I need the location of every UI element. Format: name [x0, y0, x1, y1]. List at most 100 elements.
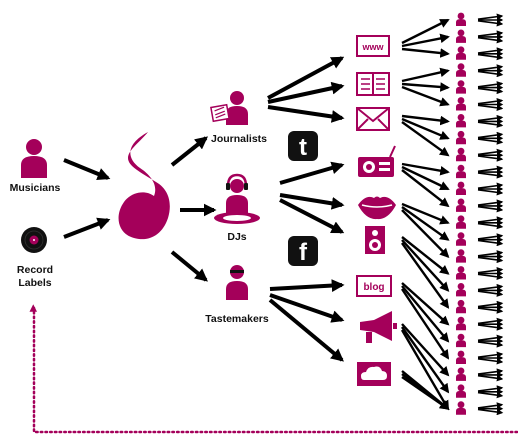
audience-outgoing-arrow — [477, 233, 504, 240]
audience-person-icon — [456, 130, 466, 145]
arrow-hub-to-journalists — [170, 136, 209, 167]
audience-person-icon — [456, 266, 466, 280]
channel-to-audience-arrow — [401, 239, 450, 292]
audience-outgoing-arrow — [477, 70, 504, 78]
audience-outgoing-arrow — [477, 334, 504, 342]
channel-to-audience-arrow — [401, 236, 450, 275]
cloud-icon — [357, 362, 391, 386]
audience-outgoing-arrow — [477, 114, 504, 122]
channel-to-audience-arrow — [401, 47, 450, 58]
audience-outgoing-arrow — [477, 13, 504, 20]
audience-outgoing-arrow — [477, 324, 504, 331]
music-note-icon — [118, 132, 170, 240]
record-labels-label-line2: Labels — [18, 277, 52, 289]
audience-outgoing-arrow — [477, 131, 504, 139]
audience-person-icon — [456, 80, 466, 94]
audience-outgoing-arrow — [477, 256, 504, 264]
audience-outgoing-arrow — [477, 283, 504, 291]
audience-person-icon — [456, 316, 466, 331]
audience-person-icon — [456, 63, 466, 77]
audience-person-icon — [456, 97, 466, 111]
channel-to-audience-arrows — [400, 18, 450, 411]
audience-outgoing-arrows — [477, 13, 504, 416]
audience-outgoing-arrow — [477, 358, 504, 365]
record-labels-label-line1: Record — [16, 264, 54, 276]
influencer-to-channel-arrows — [267, 56, 345, 362]
channel-to-audience-arrow — [401, 85, 450, 107]
arrow-labels-to-hub — [63, 217, 111, 239]
musicians-label: Musicians — [9, 182, 61, 194]
audience-outgoing-arrow — [477, 20, 504, 27]
twitter-glyph: t — [299, 134, 307, 161]
channel-to-audience-arrow — [401, 18, 450, 45]
channel-to-audience-arrow — [401, 323, 450, 377]
channel-to-audience-arrow — [401, 82, 450, 92]
audience-outgoing-arrow — [477, 36, 504, 44]
journalists-label: Journalists — [210, 133, 268, 145]
audience-outgoing-arrow — [477, 250, 504, 257]
audience-outgoing-arrow — [477, 199, 504, 206]
channel-to-audience-arrow — [401, 282, 450, 326]
audience-person-icon — [456, 29, 466, 43]
facebook-glyph: f — [299, 239, 308, 266]
arrow-hub-to-tastemakers — [170, 250, 208, 282]
channel-to-audience-arrow — [401, 326, 450, 394]
audience-outgoing-arrow — [477, 408, 504, 416]
audience-outgoing-arrow — [477, 189, 504, 196]
audience-outgoing-arrow — [477, 165, 504, 173]
audience-outgoing-arrow — [477, 300, 504, 308]
facebook-icon: f — [288, 236, 318, 266]
channel-to-audience-arrow — [401, 165, 450, 191]
audience-person-icon — [456, 350, 466, 364]
audience-outgoing-arrow — [477, 222, 504, 230]
audience-person-icon — [456, 333, 466, 348]
audience-outgoing-arrow — [477, 374, 504, 382]
channel-to-audience-arrow — [400, 329, 450, 411]
audience-person-icon — [456, 181, 466, 195]
radio-icon — [358, 145, 396, 177]
audience-outgoing-arrow — [477, 341, 504, 348]
audience-person-icon — [456, 114, 466, 128]
djs-label: DJs — [227, 231, 247, 243]
channel-to-audience-arrow — [401, 117, 450, 140]
vinyl-record-icon — [21, 227, 47, 253]
channel-to-audience-arrow — [401, 114, 450, 126]
audience-person-icon — [456, 12, 466, 26]
audience-person-icon — [456, 249, 466, 263]
lips-icon — [358, 196, 396, 220]
audience-outgoing-arrow — [477, 239, 504, 247]
arrow-musicians-to-hub — [63, 158, 111, 181]
audience-outgoing-arrow — [477, 402, 504, 409]
audience-outgoing-arrow — [477, 273, 504, 280]
musicians-person-icon — [21, 139, 47, 178]
audience-person-icon — [456, 367, 466, 381]
audience-outgoing-arrow — [477, 267, 504, 274]
audience-outgoing-arrow — [477, 98, 504, 105]
audience-outgoing-arrow — [477, 64, 504, 71]
audience-outgoing-arrow — [477, 53, 504, 61]
audience-person-icon — [456, 46, 466, 60]
audience-outgoing-arrow — [477, 172, 504, 179]
channel-to-audience-arrow — [401, 288, 450, 360]
audience-outgoing-arrow — [477, 385, 504, 392]
audience-outgoing-arrow — [477, 104, 504, 111]
twitter-icon: t — [288, 131, 318, 161]
channel-to-audience-arrow — [401, 209, 450, 258]
audience-outgoing-arrow — [477, 391, 504, 399]
audience-outgoing-arrow — [477, 368, 504, 375]
megaphone-icon — [360, 311, 397, 343]
channel-to-audience-arrow — [401, 206, 450, 241]
channel-to-audience-arrow — [401, 202, 450, 225]
audience-outgoing-arrow — [477, 182, 504, 189]
audience-outgoing-arrow — [477, 290, 504, 297]
audience-person-icon — [456, 384, 466, 398]
audience-person-icon — [456, 164, 466, 179]
audience-person-icon — [456, 147, 466, 162]
www-icon: www — [356, 35, 390, 57]
audience-outgoing-arrow — [477, 47, 504, 54]
tastemaker-sunglasses-icon — [226, 265, 248, 300]
dj-headphones-icon — [214, 173, 260, 224]
audience-outgoing-arrow — [477, 121, 504, 128]
channel-to-audience-arrow — [401, 33, 450, 48]
